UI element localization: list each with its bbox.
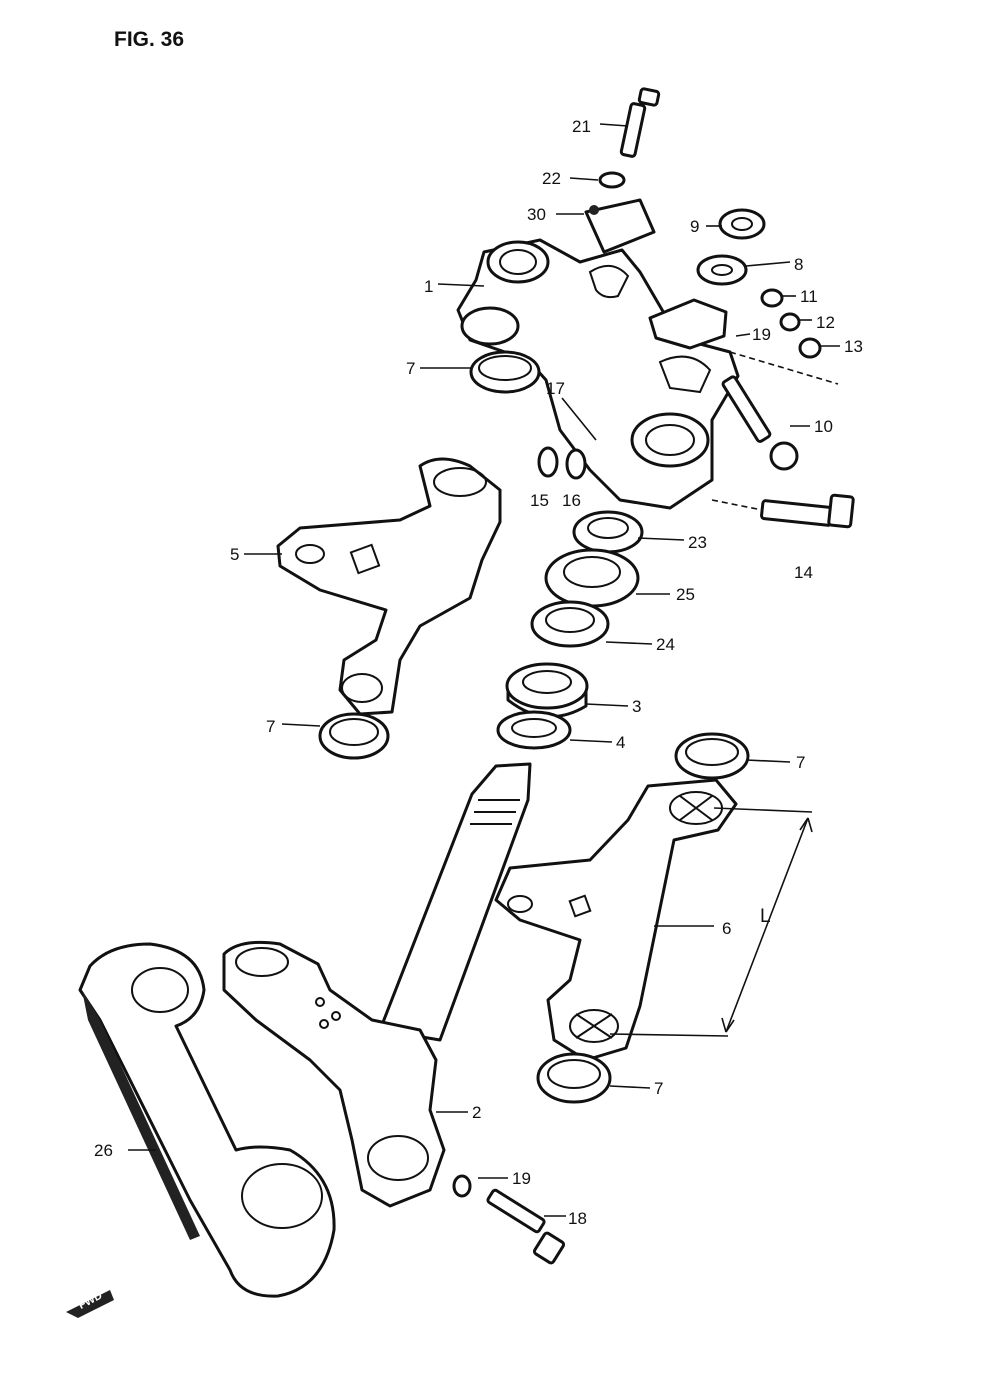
label-17: 17 <box>546 379 565 398</box>
label-30: 30 <box>527 205 546 224</box>
part-2-lower-bracket <box>222 940 446 1208</box>
part-30-clamp <box>584 198 656 254</box>
part-16-ring <box>565 448 587 480</box>
label-3: 3 <box>632 697 641 716</box>
fwd-arrow-marker: FWD <box>66 1290 114 1318</box>
label-26: 26 <box>94 1141 113 1160</box>
label-8: 8 <box>794 255 803 274</box>
part-7-ring-right-bottom <box>536 1052 612 1104</box>
part-7-ring-upper <box>469 350 541 394</box>
part-19-washer-lower <box>452 1174 472 1198</box>
part-4-race <box>496 710 572 750</box>
dimension-l <box>609 807 813 1037</box>
part-13-washer <box>798 337 822 359</box>
label-7-left: 7 <box>266 717 275 736</box>
label-7-right-top: 7 <box>796 753 805 772</box>
part-21-bolt <box>619 87 661 158</box>
label-25: 25 <box>676 585 695 604</box>
part-25-seal <box>544 548 640 608</box>
part-10-bolt <box>721 375 799 471</box>
part-23-nut <box>572 510 644 554</box>
label-18: 18 <box>568 1209 587 1228</box>
part-11-nut <box>760 288 784 308</box>
label-13: 13 <box>844 337 863 356</box>
label-19-lower: 19 <box>512 1169 531 1188</box>
part-5-left-bracket <box>276 457 502 716</box>
label-11: 11 <box>800 287 818 306</box>
dimension-label-l: L <box>760 906 771 927</box>
label-6: 6 <box>722 919 731 938</box>
label-14: 14 <box>794 563 813 582</box>
part-1-upper-bracket <box>456 238 740 510</box>
part-9-nut <box>718 208 766 240</box>
label-7-right-bottom: 7 <box>654 1079 663 1098</box>
steering-stem <box>378 762 532 1042</box>
label-9: 9 <box>690 217 699 236</box>
part-24-race <box>530 600 610 648</box>
part-8-washer <box>696 254 748 286</box>
label-5: 5 <box>230 545 239 564</box>
label-1: 1 <box>424 277 433 296</box>
part-14-bolt <box>760 493 855 529</box>
label-4: 4 <box>616 733 625 752</box>
part-3-bearing <box>505 662 589 719</box>
part-number-labels: 21 22 30 9 8 1 11 12 19 13 7 17 10 15 16… <box>94 117 863 1228</box>
part-6-right-bracket <box>494 778 738 1062</box>
label-23: 23 <box>688 533 707 552</box>
label-22: 22 <box>542 169 561 188</box>
part-18-bolt <box>486 1188 566 1265</box>
part-26-cover <box>78 942 336 1298</box>
label-16: 16 <box>562 491 581 510</box>
label-24: 24 <box>656 635 675 654</box>
label-21: 21 <box>572 117 591 136</box>
label-10: 10 <box>814 417 833 436</box>
part-15-ring <box>537 446 559 478</box>
part-22-washer <box>598 171 626 189</box>
label-12: 12 <box>816 313 835 332</box>
label-7-upper: 7 <box>406 359 415 378</box>
label-2: 2 <box>472 1103 481 1122</box>
label-19-upper: 19 <box>752 325 771 344</box>
part-7-ring-right-top <box>674 732 750 780</box>
leader-lines <box>128 123 840 1217</box>
label-15: 15 <box>530 491 549 510</box>
part-7-ring-left <box>318 712 390 760</box>
part-12-washer <box>779 312 801 332</box>
figure-title: FIG. 36 <box>114 28 184 51</box>
